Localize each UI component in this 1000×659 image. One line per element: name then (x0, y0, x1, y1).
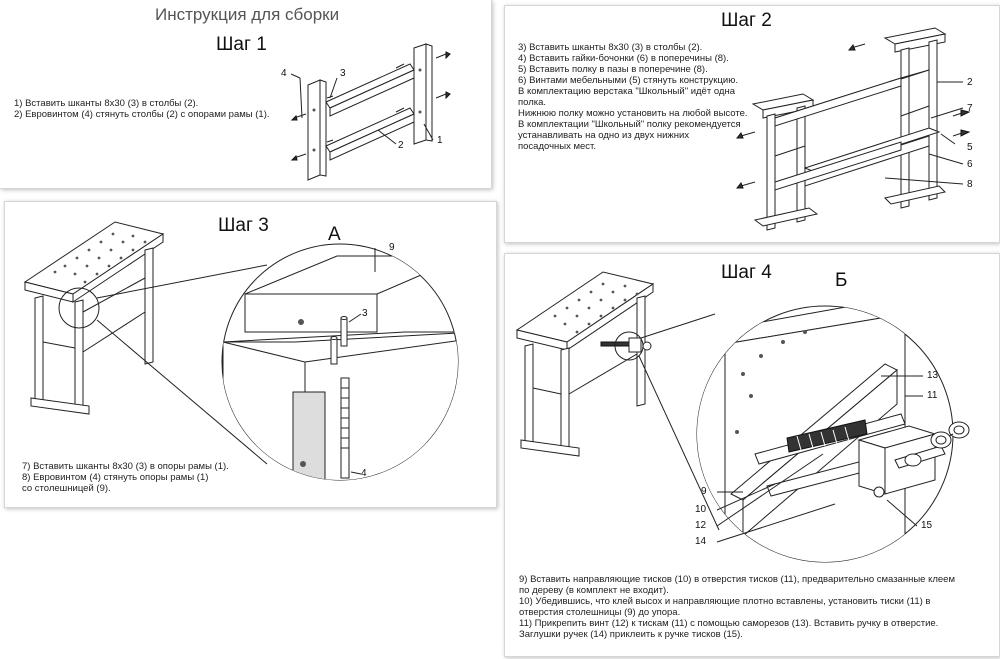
step3-panel: Шаг 3 А 7) Вставить шканты 8x30 (3) в оп… (4, 201, 497, 508)
main-title: Инструкция для сборки (155, 5, 340, 24)
step2-panel: Шаг 2 3) Вставить шканты 8x30 (3) в стол… (504, 5, 1000, 243)
callout-4: 4 (361, 468, 367, 479)
callout-6: 6 (967, 159, 973, 170)
step4-text: 9) Вставить направляющие тисков (10) в о… (519, 574, 955, 640)
callout-3: 3 (362, 308, 368, 319)
step1-drawing (0, 0, 491, 188)
callout-9: 9 (389, 242, 395, 253)
step3-drawing (5, 202, 496, 507)
step4-drawing (505, 254, 999, 656)
detail-letter-b: Б (835, 270, 848, 291)
step4-panel: Шаг 4 Б 9) Вставить направляющие тисков … (504, 253, 1000, 657)
callout-2: 2 (967, 77, 973, 88)
callout-1: 1 (437, 135, 443, 146)
callout-12: 12 (695, 520, 707, 531)
callout-9: 9 (701, 486, 707, 497)
callout-15: 15 (921, 520, 933, 531)
callout-10: 10 (695, 504, 707, 515)
step3-title: Шаг 3 (218, 215, 269, 236)
step2-title: Шаг 2 (721, 10, 772, 31)
callout-11: 11 (927, 390, 938, 401)
step1-panel: Инструкция для сборки Шаг 1 1) Вставить … (0, 0, 492, 189)
callout-4: 4 (281, 68, 287, 79)
step4-title: Шаг 4 (721, 262, 772, 283)
step1-title: Шаг 1 (216, 34, 267, 55)
step2-text: 3) Вставить шканты 8x30 (3) в столбы (2)… (518, 42, 748, 152)
step1-text: 1) Вставить шканты 8x30 (3) в столбы (2)… (14, 98, 270, 120)
callout-14: 14 (695, 536, 707, 547)
detail-letter-a: А (328, 224, 341, 245)
step3-text: 7) Вставить шканты 8x30 (3) в опоры рамы… (22, 461, 229, 494)
callout-8: 8 (967, 179, 973, 190)
callout-13: 13 (927, 370, 939, 381)
callout-3: 3 (340, 68, 346, 79)
callout-5: 5 (967, 142, 973, 153)
callout-2: 2 (398, 140, 404, 151)
callout-7: 7 (967, 103, 973, 114)
step2-drawing (505, 6, 999, 242)
